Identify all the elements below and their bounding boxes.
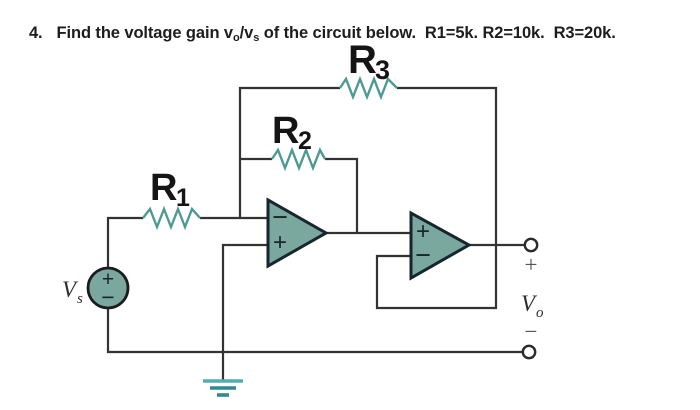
problem-number: 4. bbox=[28, 24, 43, 42]
resistor-r1: R 1 bbox=[142, 167, 201, 231]
problem-text-sub-o: o bbox=[233, 32, 240, 44]
ground-icon bbox=[203, 379, 243, 397]
wire-source-to-r1 bbox=[106, 216, 143, 268]
voltage-source-minus: − bbox=[101, 284, 114, 310]
wire-r3-right-feedback bbox=[375, 86, 498, 310]
problem-text-mid: /v bbox=[239, 24, 254, 42]
resistor-r1-subscript: 1 bbox=[176, 184, 190, 212]
opamp-2-noninverting-input-sign: + bbox=[416, 218, 430, 245]
opamp-2-body bbox=[409, 210, 473, 281]
wire-nodeA-to-r3-left bbox=[238, 86, 340, 219]
resistor-r2: R 2 bbox=[271, 110, 327, 172]
wire-op1-plus-to-ground bbox=[221, 243, 268, 380]
output-minus-mark: − bbox=[525, 319, 538, 344]
opamp-1-noninverting-input-sign: + bbox=[273, 229, 287, 256]
opamp-1-body bbox=[266, 197, 330, 269]
resistor-r1-zigzag bbox=[142, 205, 201, 231]
output-terminal-negative bbox=[521, 344, 537, 360]
problem-text-sub-s: s bbox=[253, 32, 260, 44]
resistor-r3-zigzag bbox=[339, 75, 398, 101]
resistor-r2-zigzag bbox=[271, 146, 327, 172]
voltage-source: + − V s bbox=[62, 266, 130, 310]
resistor-r1-label: R bbox=[150, 167, 177, 209]
output-voltage-subscript: o bbox=[536, 305, 544, 321]
voltage-source-subscript: s bbox=[77, 291, 83, 307]
wire-bottom-rail bbox=[106, 308, 522, 354]
voltage-source-circle bbox=[86, 266, 130, 310]
voltage-source-plus: + bbox=[102, 268, 114, 291]
opamp-2-inverting-input-sign: − bbox=[415, 240, 431, 270]
opamp-1-inverting-input-sign: − bbox=[272, 202, 288, 232]
opamp-1: − + bbox=[266, 197, 330, 269]
output-port: + V o − bbox=[521, 237, 544, 360]
resistor-r3-subscript: 3 bbox=[375, 55, 390, 85]
opamp-2: + − bbox=[409, 210, 473, 281]
problem-text-post: of the circuit below. R1=5k. R2=10k. R3=… bbox=[259, 24, 616, 42]
resistor-r2-subscript: 2 bbox=[298, 127, 312, 155]
problem-statement: 4. Find the voltage gain vo/vs of the cir… bbox=[20, 5, 616, 44]
wire-r2-right bbox=[325, 157, 359, 233]
problem-text-pre: Find the voltage gain v bbox=[56, 24, 234, 42]
voltage-source-label: V bbox=[62, 277, 79, 302]
output-terminal-positive bbox=[523, 237, 539, 253]
resistor-r3-label: R bbox=[348, 38, 377, 82]
resistor-r3: R 3 bbox=[339, 38, 398, 101]
wires bbox=[106, 86, 524, 380]
output-voltage-label: V bbox=[521, 291, 538, 316]
output-plus-mark: + bbox=[525, 252, 538, 277]
resistor-r2-label: R bbox=[272, 110, 299, 152]
